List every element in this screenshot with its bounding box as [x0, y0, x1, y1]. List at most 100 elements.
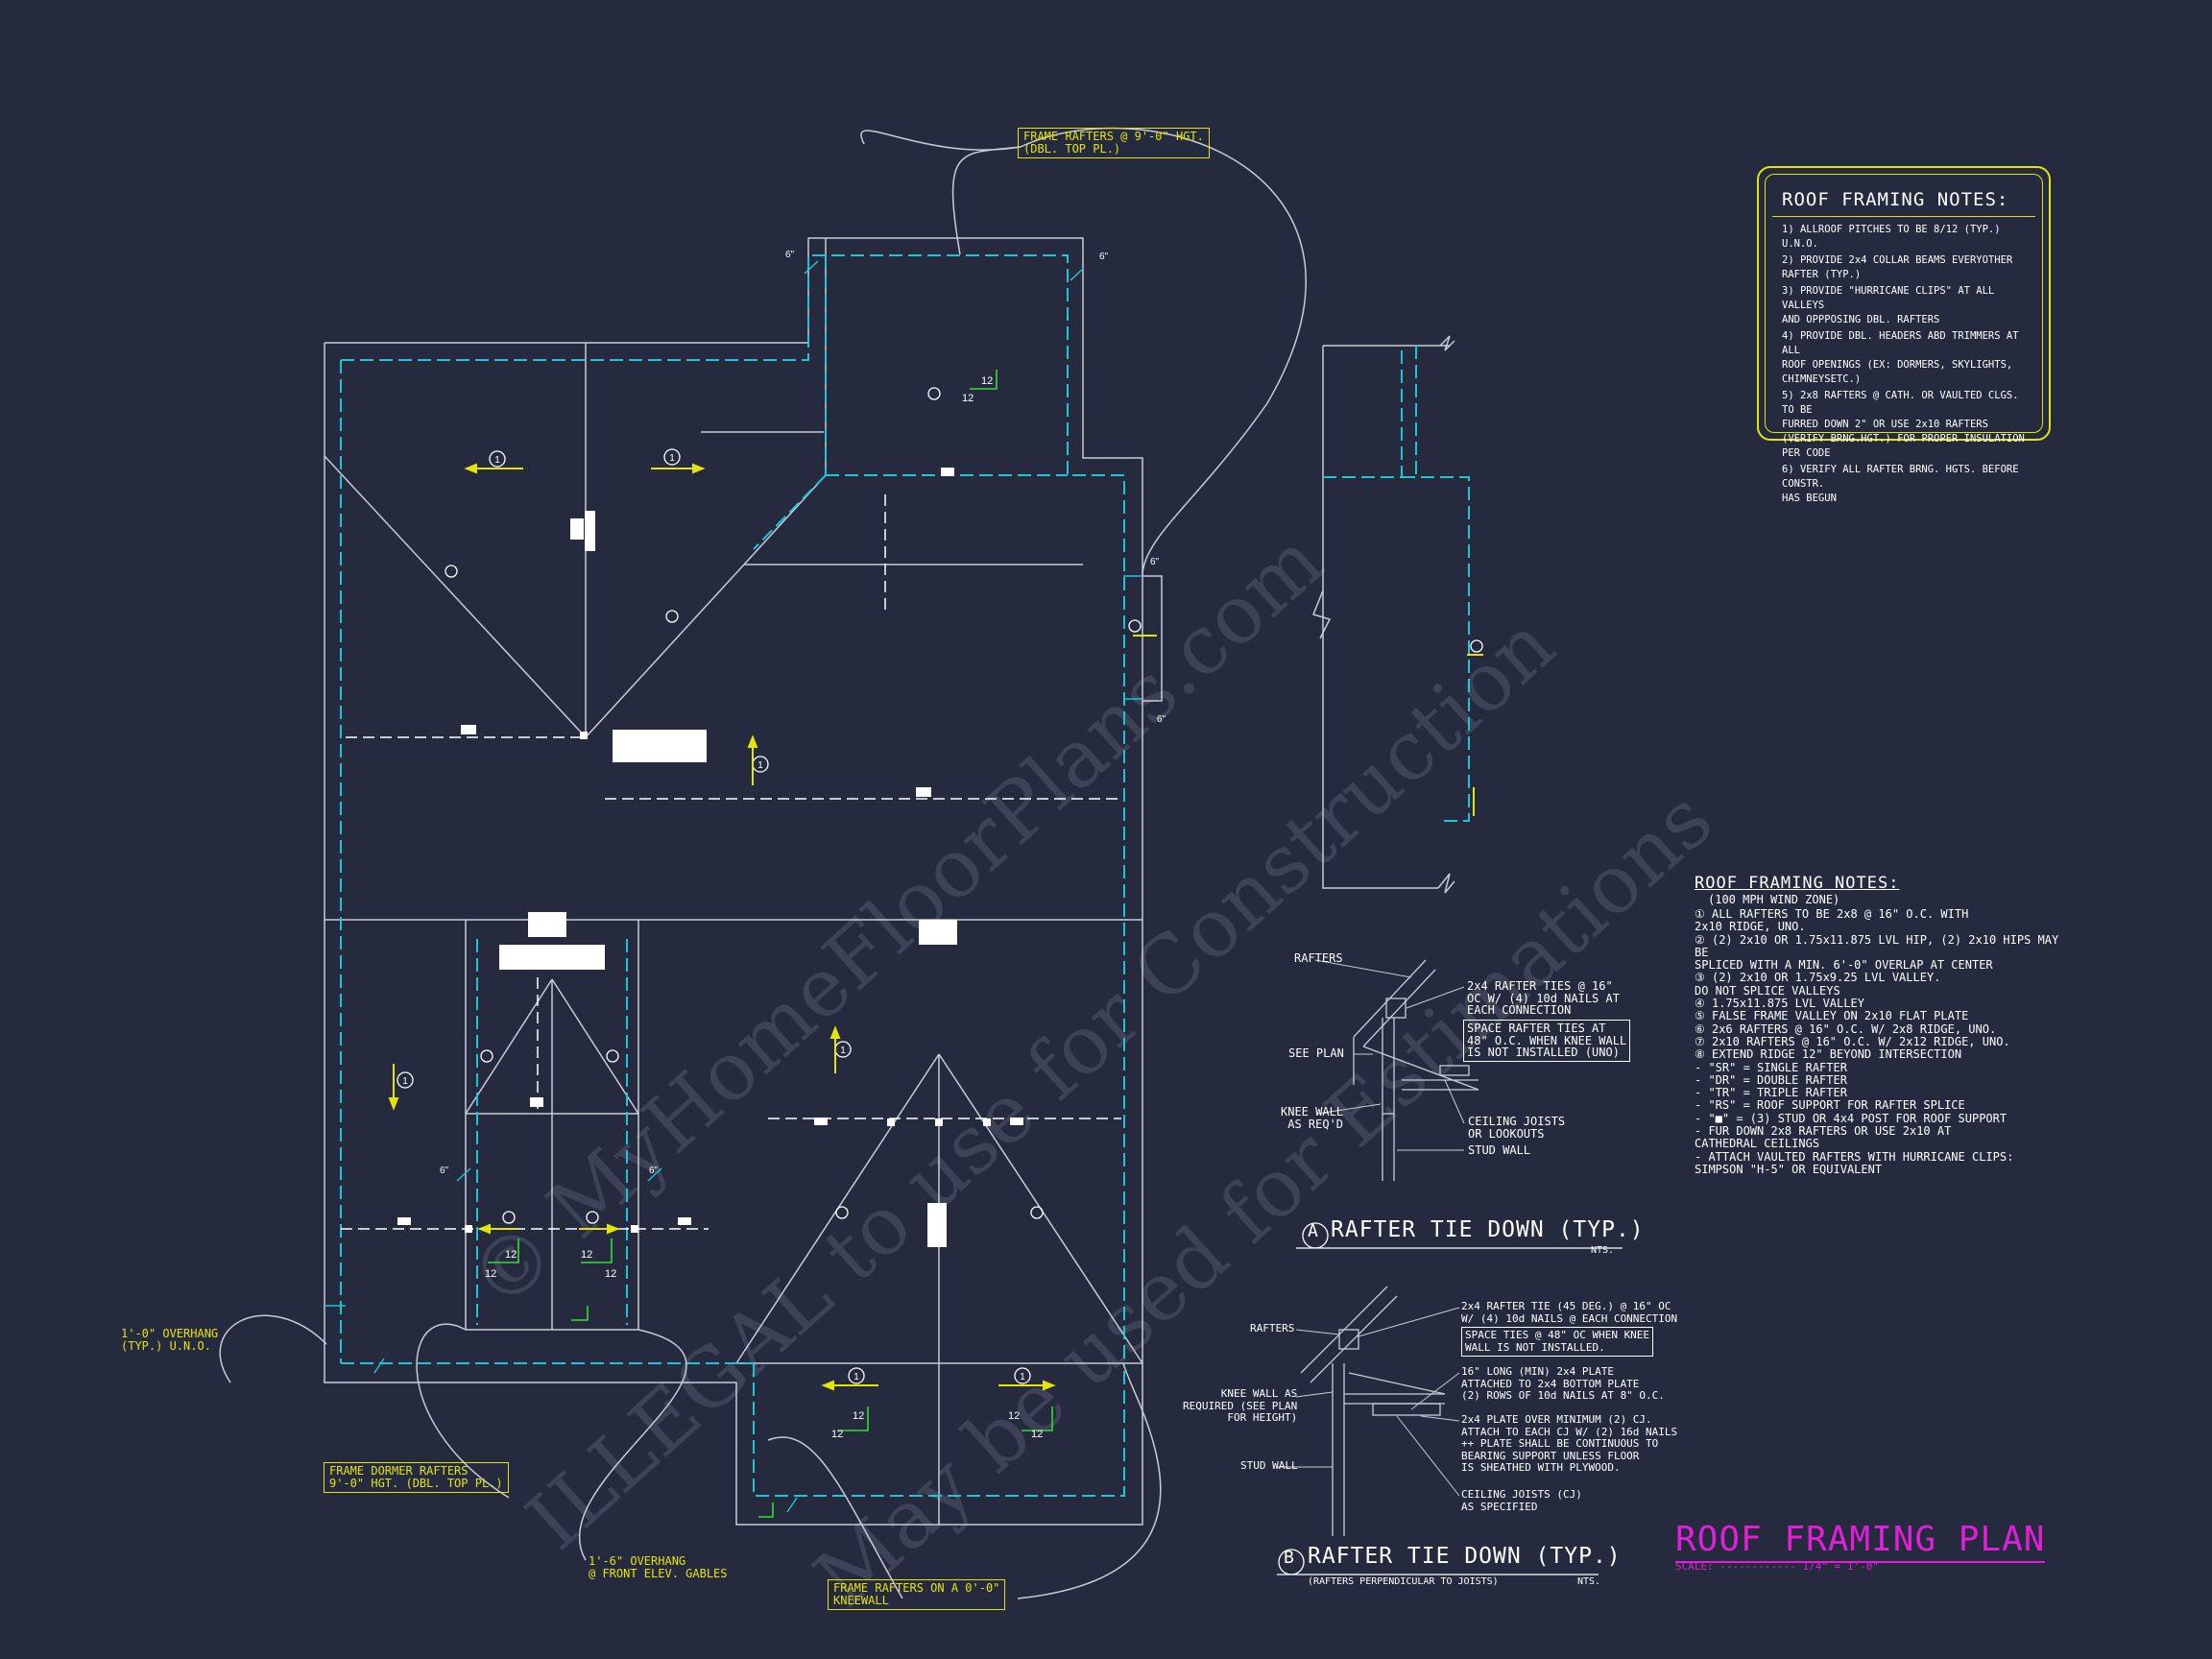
detail-b-mark-circle: [1278, 1549, 1305, 1575]
detail-a-rafters: RAFTERS: [1294, 951, 1343, 965]
legend-item-12: - "RS" = ROOF SUPPORT FOR RAFTER SPLICE: [1695, 1098, 1965, 1113]
marker-1b: 1: [669, 453, 675, 464]
pitch-label-10: 12: [1031, 1429, 1043, 1440]
pitch-symbols: [488, 370, 1053, 1518]
legend-title: ROOF FRAMING NOTES:: [1695, 874, 1900, 893]
legend-item-1: ① ALL RAFTERS TO BE 2x8 @ 16" O.C. WITH …: [1695, 907, 1969, 934]
detail-b-space: SPACE TIES @ 48" OC WHEN KNEE WALL IS NO…: [1461, 1327, 1654, 1357]
legend-item-6: ⑥ 2x6 RAFTERS @ 16" O.C. W/ 2x8 RIDGE, U…: [1695, 1022, 1997, 1036]
wall-lines: [340, 254, 1470, 1497]
break-marks: [1311, 335, 1455, 894]
detail-b-tie: 2x4 RAFTER TIE (45 DEG.) @ 16" OC W/ (4)…: [1461, 1300, 1678, 1325]
six-inch-label-2: 6": [1099, 252, 1109, 262]
pitch-label-2: 12: [981, 375, 993, 387]
callout-overhang-typ: 1'-0" OVERHANG (TYP.) U.N.O.: [121, 1327, 219, 1353]
legend-item-15: - ATTACH VAULTED RAFTERS WITH HURRICANE …: [1695, 1149, 2014, 1176]
roof-outline: [324, 237, 1450, 1526]
legend-item-7: ⑦ 2x10 RAFTERS @ 16" O.C. W/ 2x12 RIDGE,…: [1695, 1034, 2010, 1048]
detail-a-nts: NTS.: [1591, 1245, 1615, 1256]
pitch-label-5: 12: [581, 1249, 592, 1261]
detail-b-subtitle: (RAFTERS PERPENDICULAR TO JOISTS): [1308, 1576, 1499, 1587]
detail-a-stud: STUD WALL: [1468, 1143, 1531, 1157]
callout-top-rafters: FRAME RAFTERS @ 9'-0" HGT. (DBL. TOP PL.…: [1018, 128, 1210, 158]
roof-note-4: 4) PROVIDE DBL. HEADERS ABD TRIMMERS AT …: [1782, 330, 2019, 385]
legend-item-11: - "TR" = TRIPLE RAFTER: [1695, 1086, 1847, 1100]
pitch-label-9: 12: [1008, 1410, 1020, 1422]
roof-note-5: 5) 2x8 RAFTERS @ CATH. OR VAULTED CLGS. …: [1782, 390, 2025, 459]
pitch-label-1: 12: [962, 393, 974, 404]
pitch-label-8: 12: [831, 1429, 843, 1440]
detail-b-rafters: RAFTERS: [1250, 1322, 1295, 1334]
detail-b-plate2: 2x4 PLATE OVER MINIMUM (2) CJ. ATTACH TO…: [1461, 1413, 1678, 1474]
sheet-title: ROOF FRAMING PLAN: [1675, 1520, 2046, 1563]
legend-subtitle: (100 MPH WIND ZONE): [1708, 893, 1840, 906]
detail-b-ceiling: CEILING JOISTS (CJ) AS SPECIFIED: [1461, 1488, 1582, 1513]
legend-item-5: ⑤ FALSE FRAME VALLEY ON 2x10 FLAT PLATE: [1695, 1009, 1969, 1023]
detail-a-drawing: [1353, 959, 1479, 1181]
six-inch-label-1: 6": [785, 250, 795, 260]
legend-item-10: - "DR" = DOUBLE RAFTER: [1695, 1072, 1847, 1087]
detail-b-plate: 16" LONG (MIN) 2x4 PLATE ATTACHED TO 2x4…: [1461, 1365, 1665, 1402]
detail-a-ceiling: CEILING JOISTS OR LOOKOUTS: [1468, 1115, 1566, 1141]
detail-a-mark: A: [1308, 1221, 1319, 1241]
legend-list: ① ALL RAFTERS TO BE 2x8 @ 16" O.C. WITH …: [1695, 907, 2059, 1176]
marker-1e: 1: [840, 1046, 846, 1056]
dimension-ticks: [325, 260, 1142, 1513]
six-inch-label-3: 6": [1150, 557, 1160, 567]
pitch-label-4: 12: [485, 1268, 496, 1280]
legend-item-2: ② (2) 2x10 OR 1.75x11.875 LVL HIP, (2) 2…: [1695, 932, 2059, 973]
overhang-labels: 6" 6" 6" 6" 6" 6": [440, 250, 1166, 1176]
roof-note-1: 1) ALLROOF PITCHES TO BE 8/12 (TYP.) U.N…: [1782, 224, 2001, 250]
roof-notes-box-title: ROOF FRAMING NOTES:: [1772, 180, 2035, 217]
detail-a-see-plan: SEE PLAN: [1288, 1046, 1344, 1060]
detail-a-mark-circle: [1302, 1222, 1329, 1249]
detail-b-mark: B: [1284, 1548, 1295, 1568]
roof-notes-box: ROOF FRAMING NOTES: 1) ALLROOF PITCHES T…: [1757, 166, 2051, 504]
roof-note-6: 6) VERIFY ALL RAFTER BRNG. HGTS. BEFORE …: [1782, 464, 2019, 504]
post-markers: [397, 468, 1023, 1247]
marker-1a: 1: [494, 455, 500, 466]
detail-a-knee-wall: KNEE WALL AS REQ'D: [1281, 1105, 1344, 1131]
span-arrows: [388, 463, 1483, 1391]
legend-item-8: ⑧ EXTEND RIDGE 12" BEYOND INTERSECTION: [1695, 1047, 1962, 1062]
detail-a-space: SPACE RAFTER TIES AT 48" O.C. WHEN KNEE …: [1463, 1020, 1631, 1062]
marker-1c: 1: [757, 760, 763, 771]
callout-kneewall: FRAME RAFTERS ON A 0'-0" KNEEWALL: [828, 1579, 1006, 1610]
legend-item-9: - "SR" = SINGLE RAFTER: [1695, 1060, 1847, 1074]
six-inch-label-5: 6": [440, 1166, 449, 1176]
roof-note-2: 2) PROVIDE 2x4 COLLAR BEAMS EVERYOTHER R…: [1782, 254, 2013, 280]
circle-markers: [445, 387, 1483, 1224]
detail-leaders: [1277, 959, 1465, 1497]
sheet-scale: SCALE: ------------ 1/4" = 1'-0": [1675, 1560, 1879, 1573]
legend-item-14: - FUR DOWN 2x8 RAFTERS OR USE 2x10 AT CA…: [1695, 1124, 1952, 1151]
legend-item-3: ③ (2) 2x10 OR 1.75x9.25 LVL VALLEY. DO N…: [1695, 971, 1941, 998]
detail-b-drawing: [1300, 1286, 1446, 1536]
legend-item-13: - "■" = (3) STUD OR 4x4 POST FOR ROOF SU…: [1695, 1111, 2008, 1125]
pitch-labels: 12 12 12 12 12 12 12 12 12 12: [485, 375, 1043, 1440]
detail-b-title: RAFTER TIE DOWN (TYP.): [1308, 1544, 1622, 1569]
detail-a-title: RAFTER TIE DOWN (TYP.): [1331, 1217, 1645, 1242]
detail-b-nts: NTS.: [1577, 1576, 1601, 1587]
ridge-lines: [341, 494, 1121, 1230]
roof-framing-legend: ROOF FRAMING NOTES: (100 MPH WIND ZONE) …: [1695, 874, 2059, 1176]
sheet-scale-value: 1/4" = 1'-0": [1802, 1560, 1879, 1573]
callout-dormer-rafters: FRAME DORMER RAFTERS 9'-0" HGT. (DBL. TO…: [324, 1462, 509, 1493]
legend-item-4: ④ 1.75x11.875 LVL VALLEY: [1695, 997, 1864, 1011]
pitch-label-6: 12: [605, 1268, 616, 1280]
six-inch-label-6: 6": [649, 1166, 659, 1176]
roof-notes-box-list: 1) ALLROOF PITCHES TO BE 8/12 (TYP.) U.N…: [1772, 223, 2035, 506]
pitch-label-7: 12: [853, 1410, 864, 1422]
marker-1d: 1: [402, 1076, 408, 1087]
leader-lines: [219, 127, 1307, 1599]
detail-b-stud: STUD WALL: [1240, 1459, 1298, 1472]
intersection-dots: [465, 732, 991, 1233]
sheet-scale-label: SCALE:: [1675, 1560, 1714, 1573]
pitch-label-3: 12: [505, 1249, 517, 1261]
sheet-scale-dashes: ------------: [1719, 1560, 1796, 1573]
marker-1f: 1: [854, 1372, 859, 1382]
marker-1g: 1: [1020, 1372, 1025, 1382]
six-inch-label-4: 6": [1157, 714, 1166, 725]
detail-a-ties: 2x4 RAFTER TIES @ 16" OC W/ (4) 10d NAIL…: [1467, 979, 1620, 1017]
detail-b-knee-wall: KNEE WALL AS REQUIRED (SEE PLAN FOR HEIG…: [1183, 1387, 1298, 1424]
